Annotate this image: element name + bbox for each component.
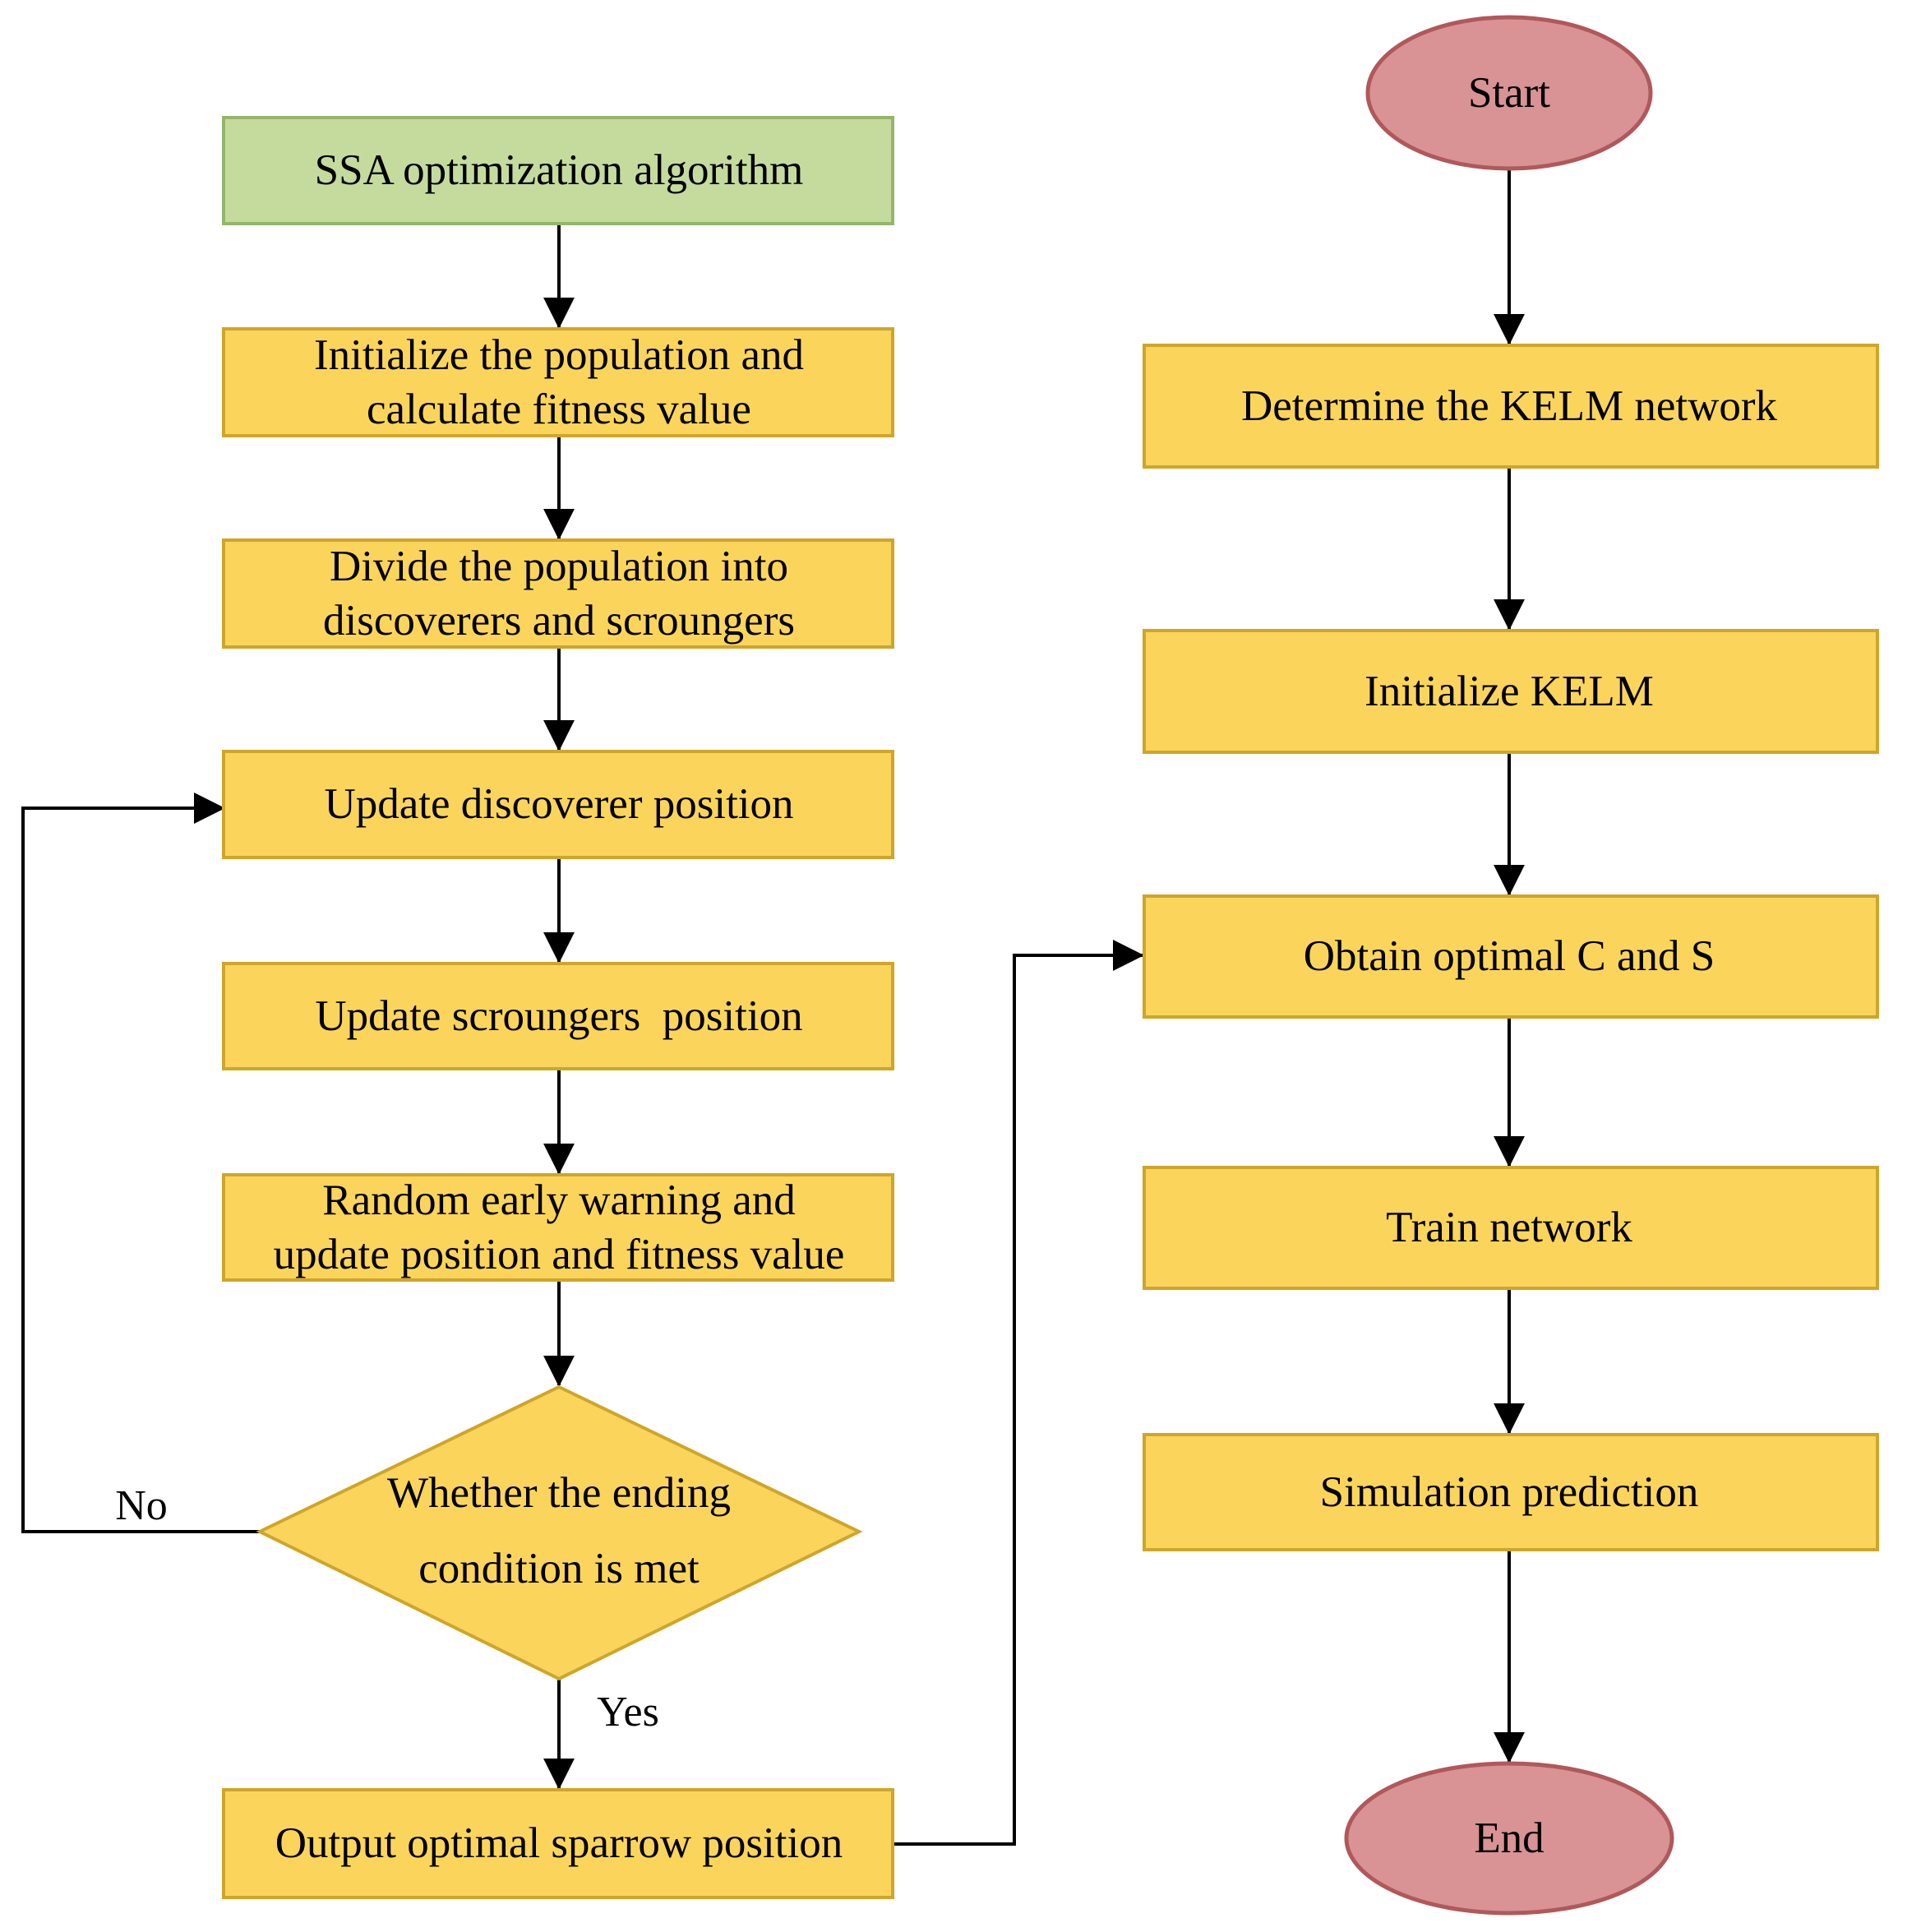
initialize-kelm-box: Initialize KELM [1143, 629, 1879, 754]
no-branch-label: No [115, 1482, 168, 1529]
end-label: End [1474, 1814, 1544, 1862]
label-line: Update scroungers position [315, 992, 802, 1040]
label-line: Whether the ending [387, 1469, 731, 1517]
label-line: calculate fitness value [367, 386, 751, 433]
early-warning-box: Random early warning and update position … [222, 1173, 894, 1282]
init-population-label: Initialize the population and calculate f… [314, 331, 804, 433]
early-warning-label: Random early warning and update position … [274, 1176, 845, 1278]
label-line: Start [1468, 69, 1550, 117]
ending-condition-label: Whether the ending condition is met [387, 1469, 731, 1592]
output-sparrow-label: Output optimal sparrow position [275, 1819, 843, 1867]
label-line: Output optimal sparrow position [275, 1819, 843, 1867]
ssa-header-label: SSA optimization algorithm [315, 146, 804, 194]
simulation-prediction-box: Simulation prediction [1143, 1433, 1879, 1551]
end-terminal: End [1344, 1761, 1674, 1916]
label-line: Determine the KELM network [1241, 382, 1777, 430]
label-line: Simulation prediction [1320, 1468, 1699, 1516]
update-discoverer-box: Update discoverer position [222, 750, 894, 859]
initialize-kelm-label: Initialize KELM [1364, 668, 1654, 715]
start-terminal: Start [1365, 15, 1653, 171]
obtain-optimal-label: Obtain optimal C and S [1304, 932, 1715, 980]
start-label: Start [1468, 69, 1550, 117]
train-network-label: Train network [1386, 1204, 1632, 1251]
yes-branch-label: Yes [597, 1689, 659, 1736]
simulation-prediction-label: Simulation prediction [1320, 1468, 1699, 1516]
label-line: Update discoverer position [324, 780, 793, 828]
train-network-box: Train network [1143, 1166, 1879, 1290]
update-scroungers-label: Update scroungers position [315, 992, 802, 1040]
label-line: Divide the population into [330, 543, 788, 590]
arrow-output-to-obtain [893, 940, 1144, 1846]
divide-population-box: Divide the population into discoverers an… [222, 538, 894, 649]
divide-population-label: Divide the population into discoverers an… [323, 543, 795, 645]
label-line: End [1474, 1814, 1544, 1862]
label-line: Random early warning and [322, 1176, 795, 1224]
label-line: SSA optimization algorithm [315, 146, 804, 194]
determine-kelm-box: Determine the KELM network [1143, 344, 1879, 469]
obtain-optimal-box: Obtain optimal C and S [1143, 894, 1879, 1019]
label-line: discoverers and scroungers [323, 597, 795, 645]
label-line: update position and fitness value [274, 1231, 845, 1278]
label-line: condition is met [418, 1545, 700, 1592]
label-line: Initialize KELM [1364, 668, 1654, 715]
update-scroungers-box: Update scroungers position [222, 962, 894, 1070]
label-line: Initialize the population and [314, 331, 804, 379]
ssa-header-box: SSA optimization algorithm [222, 116, 894, 225]
label-line: Obtain optimal C and S [1304, 932, 1715, 980]
connectors [21, 169, 1525, 1846]
arrow-decision-no-loop [21, 793, 260, 1533]
ending-condition-decision: Whether the ending condition is met [256, 1384, 863, 1681]
output-sparrow-box: Output optimal sparrow position [222, 1788, 894, 1899]
label-line: Train network [1386, 1204, 1632, 1251]
init-population-box: Initialize the population and calculate f… [222, 327, 894, 437]
determine-kelm-label: Determine the KELM network [1241, 382, 1777, 430]
update-discoverer-label: Update discoverer position [324, 780, 793, 828]
